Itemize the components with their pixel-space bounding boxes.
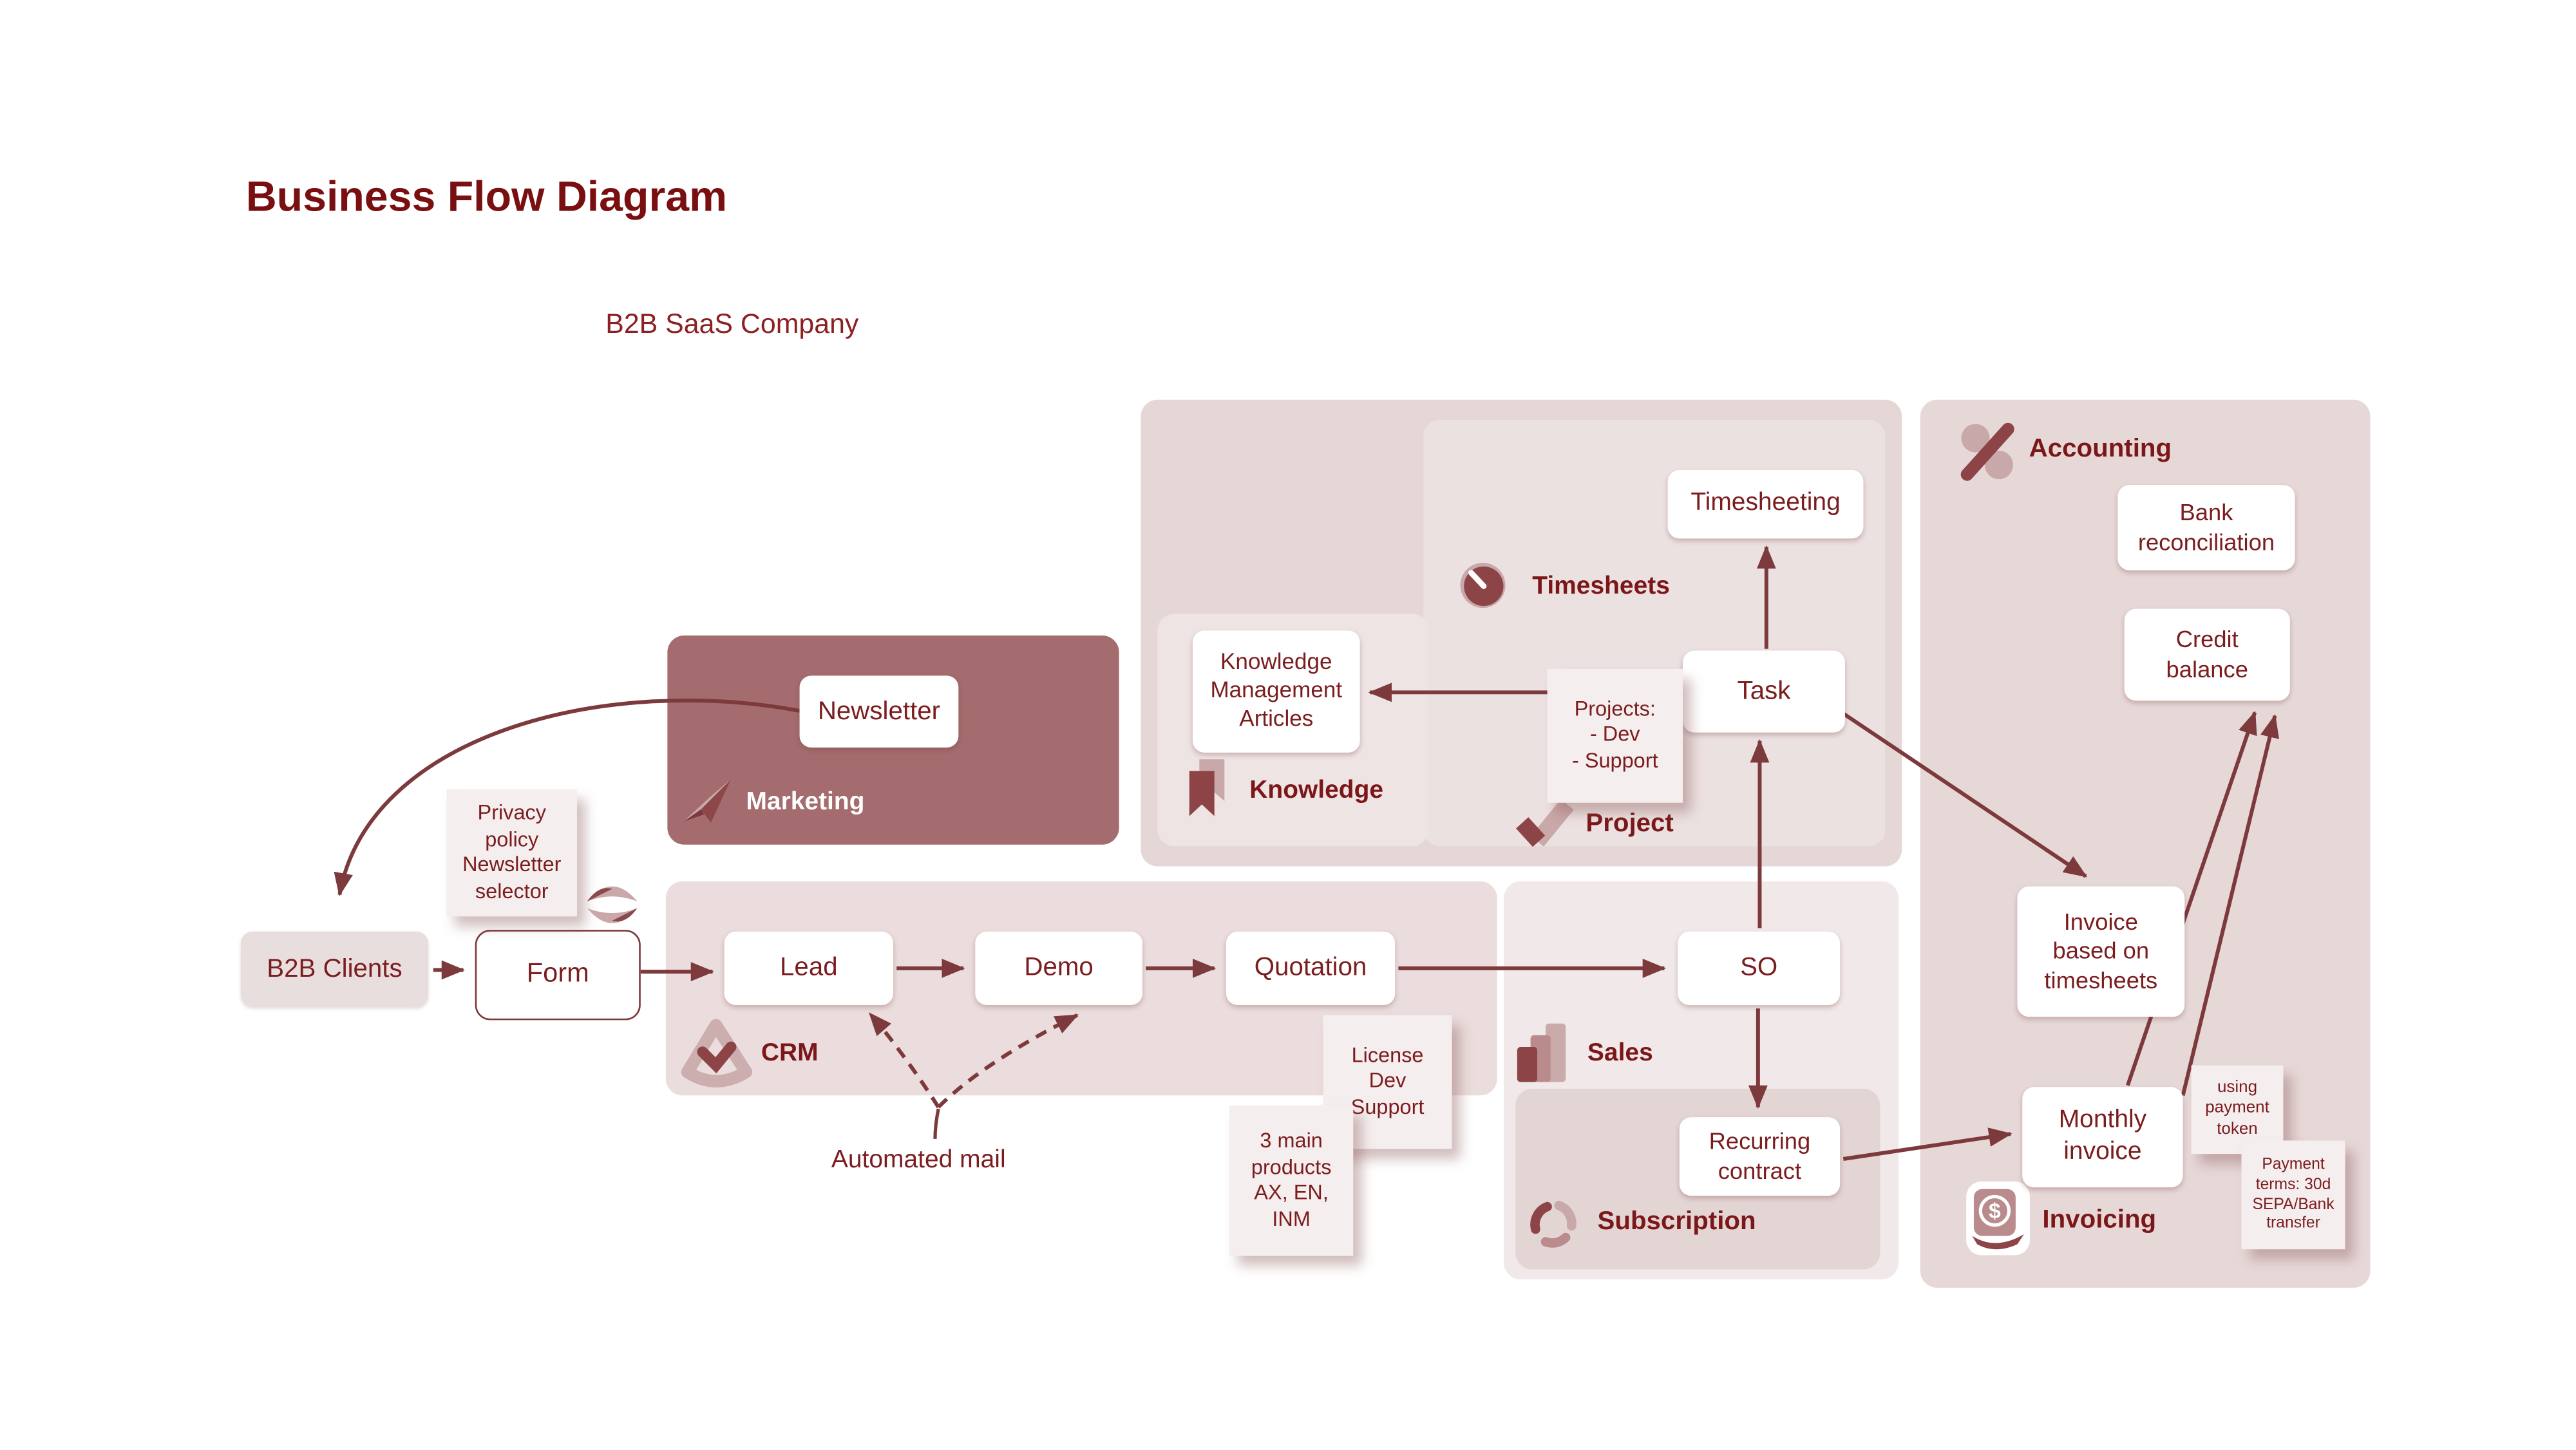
node-credit-balance: Credit balance (2124, 608, 2290, 701)
node-demo: Demo (975, 931, 1143, 1006)
accounting-label: Accounting (2029, 435, 2172, 464)
note-payment-token: using payment token (2191, 1065, 2284, 1154)
note-payment-terms: Payment terms: 30d SEPA/Bank transfer (2241, 1140, 2345, 1250)
paper-plane-icon (684, 779, 732, 823)
node-form: Form (475, 930, 641, 1021)
note-3-main-products: 3 main products AX, EN, INM (1229, 1105, 1354, 1256)
arrow-task-to-invoice-timesheets (1841, 711, 2088, 878)
automated-mail-label: Automated mail (831, 1145, 1006, 1174)
dashed-arrow-automated-mail-to-lead (868, 1012, 940, 1109)
diagram-subtitle: B2B SaaS Company (605, 309, 859, 340)
bookmark-icon (1189, 759, 1225, 816)
automated-mail-fork-stem (933, 1108, 940, 1139)
node-recurring-contract: Recurring contract (1679, 1117, 1841, 1196)
crm-label: CRM (761, 1038, 819, 1068)
circular-arrows-icon (1530, 1200, 1577, 1248)
node-timesheeting: Timesheeting (1667, 469, 1864, 539)
note-projects: Projects: - Dev - Support (1547, 668, 1683, 803)
node-newsletter: Newsletter (799, 675, 959, 748)
sales-label: Sales (1587, 1038, 1653, 1068)
crm-badge-icon (681, 1019, 753, 1088)
check-icon (1516, 799, 1574, 847)
node-lead: Lead (724, 931, 894, 1006)
dashed-arrow-automated-mail-to-demo (937, 1013, 1079, 1109)
node-quotation: Quotation (1226, 931, 1396, 1006)
marketing-label: Marketing (746, 787, 865, 816)
note-privacy-policy: Privacy policy Newsletter selector (446, 789, 578, 917)
arrow-monthly-invoice-to-credit-balance (2126, 711, 2257, 1086)
invoicing-label: Invoicing (2042, 1205, 2157, 1234)
orbit-leaves-icon (587, 886, 638, 923)
node-task: Task (1682, 650, 1845, 733)
page-title: Business Flow Diagram (245, 174, 728, 221)
node-monthly-invoice: Monthly invoice (2022, 1087, 2183, 1188)
stopwatch-icon (1460, 563, 1506, 608)
timesheets-label: Timesheets (1532, 572, 1670, 601)
dollar-laptop-icon: $ (1966, 1182, 2030, 1256)
node-km-articles: Knowledge Management Articles (1192, 630, 1360, 753)
knowledge-label: Knowledge (1249, 776, 1384, 805)
percent-icon (1960, 422, 2014, 481)
node-invoice-timesheets: Invoice based on timesheets (2017, 886, 2185, 1017)
arrow-recurring-to-monthly-invoice (1842, 1127, 2012, 1161)
node-b2b-clients: B2B Clients (241, 931, 428, 1007)
node-bank-reconciliation: Bank reconciliation (2117, 485, 2295, 570)
subscription-label: Subscription (1597, 1207, 1756, 1236)
arrow-newsletter-to-b2b-clients (334, 698, 800, 897)
project-label: Project (1586, 809, 1674, 838)
node-so: SO (1678, 931, 1841, 1006)
arrow-payment-token-to-credit-balance (2181, 714, 2280, 1097)
svg-text:$: $ (1989, 1199, 2001, 1223)
bar-chart-icon (1517, 1023, 1566, 1082)
